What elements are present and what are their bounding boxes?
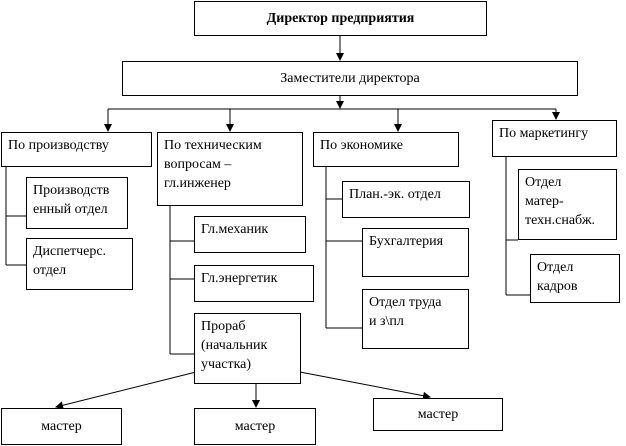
master-box-2: мастер xyxy=(194,408,316,445)
arrow-to-master-1 xyxy=(55,371,197,410)
accounting-box: Бухгалтерия xyxy=(362,228,469,277)
foreman-box: Прораб (начальник участка) xyxy=(194,313,301,384)
technical-box: По техническим вопросам – гл.инженер xyxy=(157,132,303,206)
economics-box: По экономике xyxy=(313,132,459,167)
master-box-1: мастер xyxy=(1,408,122,445)
master-box-3: мастер xyxy=(373,398,503,431)
marketing-box: По маркетингу xyxy=(492,120,617,157)
arrow-to-master-3 xyxy=(299,371,431,400)
labor-wages-box: Отдел труда и з\пл xyxy=(362,289,469,349)
chief-power-engineer-box: Гл.энергетик xyxy=(194,265,314,302)
director-box: Директор предприятия xyxy=(194,1,487,36)
dispatch-dept-box: Диспетчерс. отдел xyxy=(26,238,133,290)
deputies-box: Заместители директора xyxy=(122,61,578,96)
planning-economics-box: План.-эк. отдел xyxy=(342,181,470,218)
production-dept-box: Производств енный отдел xyxy=(26,177,128,229)
chief-mechanic-box: Гл.механик xyxy=(194,216,306,253)
production-box: По производству xyxy=(1,132,152,167)
supply-dept-box: Отдел матер- техн.снабж. xyxy=(518,169,617,240)
hr-dept-box: Отдел кадров xyxy=(530,254,620,303)
